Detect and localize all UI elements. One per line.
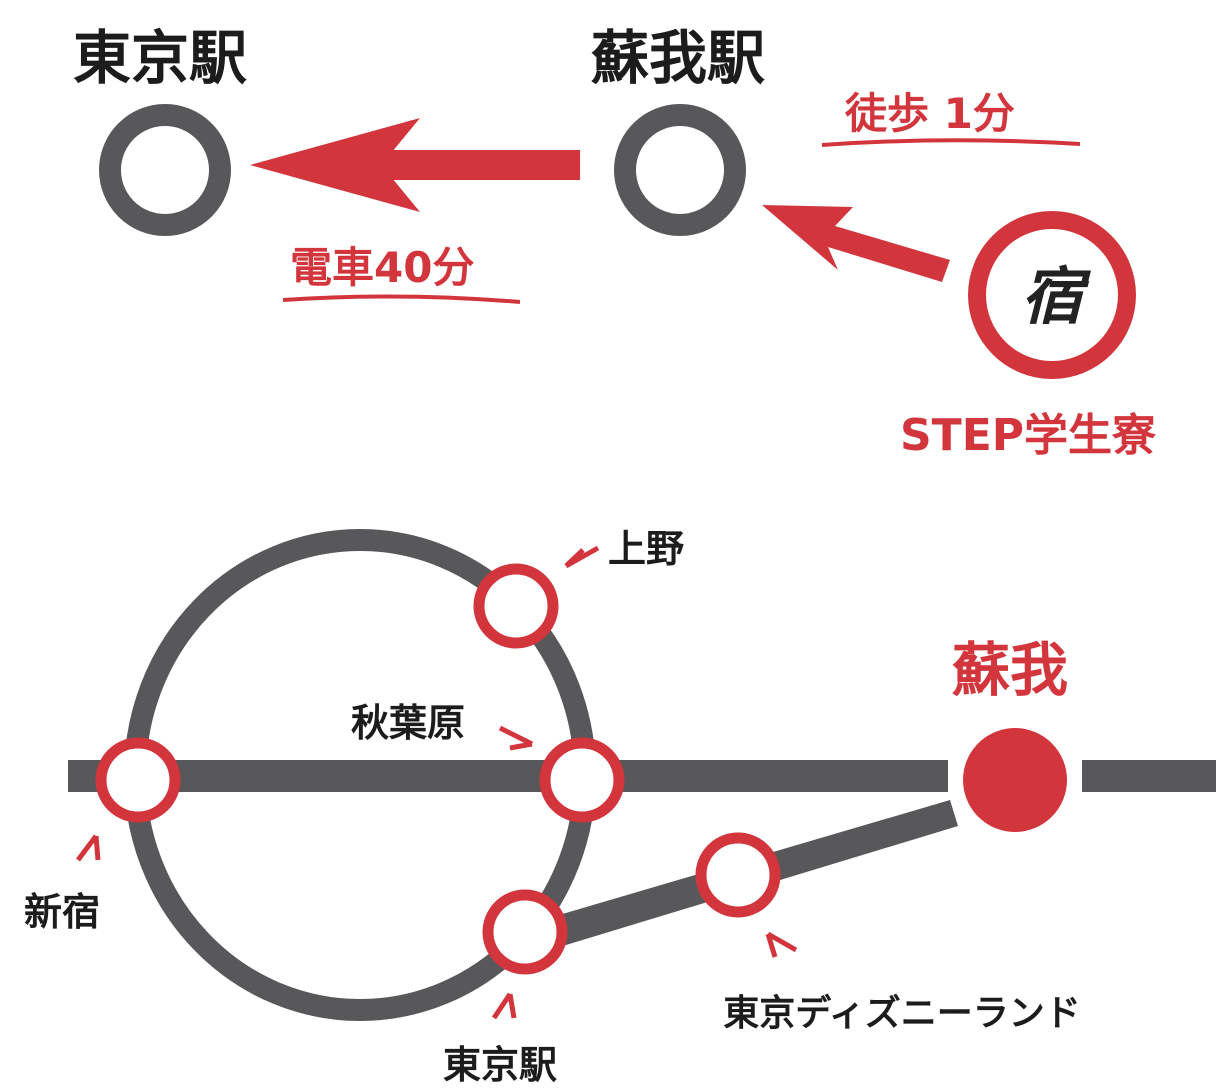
train-time-label: 電車40分	[290, 243, 474, 292]
dorm-marker	[968, 211, 1136, 379]
main-line-east	[1082, 760, 1216, 792]
origin-station-marker	[99, 104, 231, 236]
pointer-disney	[765, 931, 798, 958]
station-tokyo-marker	[482, 889, 568, 975]
pointer-tokyo	[491, 992, 517, 1020]
rail-map: 上野 秋葉原 新宿 東京駅 東京ディズニーランド 蘇我	[24, 527, 1216, 1087]
walk-time-underline	[821, 138, 1081, 147]
pointer-shinjuku	[76, 834, 101, 862]
main-line	[68, 760, 948, 792]
pointer-ueno	[564, 545, 600, 569]
walk-time-label: 徒歩 1分	[844, 89, 1015, 138]
station-ueno-marker	[473, 563, 559, 649]
dorm-label: STEP学生寮	[900, 410, 1156, 461]
transfer-station-label: 蘇我駅	[591, 24, 765, 92]
walk-arrow	[762, 205, 950, 282]
station-akihabara-marker	[539, 737, 625, 823]
pointer-akihabara	[498, 725, 534, 751]
station-disney-label: 東京ディズニーランド	[723, 992, 1080, 1034]
station-tokyo-label: 東京駅	[443, 1043, 557, 1087]
station-soga-marker	[963, 728, 1067, 832]
route-section: 東京駅 蘇我駅 電車40分 徒歩 1分 宿 STEP学生寮	[73, 24, 1156, 461]
dorm-icon: 宿	[1021, 260, 1091, 333]
station-shinjuku-label: 新宿	[24, 890, 100, 934]
train-arrow	[250, 118, 580, 212]
station-soga-label: 蘇我	[952, 636, 1068, 704]
transfer-station-marker	[614, 104, 746, 236]
station-akihabara-label: 秋葉原	[351, 701, 465, 745]
station-ueno-label: 上野	[608, 527, 684, 571]
station-shinjuku-marker	[95, 737, 181, 823]
station-disney-marker	[695, 832, 781, 918]
train-time-underline	[282, 294, 521, 304]
origin-station-label: 東京駅	[73, 24, 247, 92]
